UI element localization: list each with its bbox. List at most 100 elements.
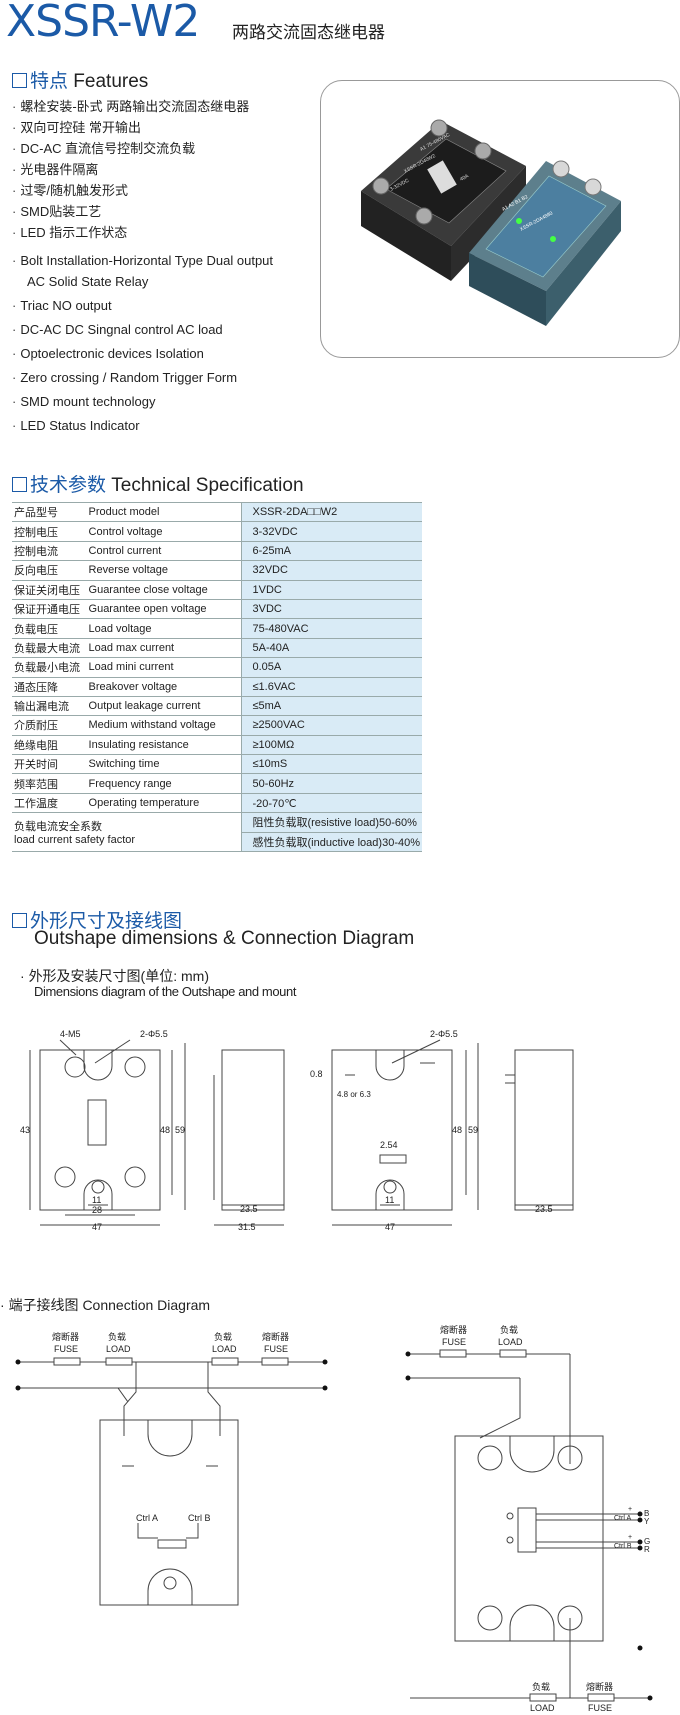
spec-cell-cn: 负载最大电流 [12,638,87,659]
features-list-en: ·Bolt Installation-Horizontal Type Dual … [12,250,273,436]
spec-heading: 技术参数 Technical Specification [12,470,304,497]
spec-cell-en: Frequency range [86,773,242,794]
spec-cell-cn: 绝缘电阻 [12,735,87,756]
spec-cell-cn: 控制电流 [12,541,87,562]
list-item: ·光电器件隔离 [12,162,99,177]
features-heading: 特点 Features [12,66,148,93]
spec-cell-val: 6-25mA [241,541,422,562]
dim-label-hole-back: 2-Φ5.5 [430,1029,458,1039]
spec-cell-cn: 工作温度 [12,793,87,814]
plus-sign-2: + [628,1534,632,1541]
table-row: 感性负载取(inductive load)30-40% [12,832,422,853]
spec-cell-en: Reverse voltage [86,560,242,581]
spec-cell-val: ≤1.6VAC [241,677,422,697]
dim-label-23-5-right: 23.5 [535,1204,553,1214]
load-label-en-4: LOAD [530,1703,555,1713]
dim-label-pitch: 2.54 [380,1140,398,1150]
spec-cell-val: 3-32VDC [241,521,422,542]
pin-g: G [644,1537,650,1546]
dim-label-48: 48 [160,1125,170,1135]
spec-cell-en: Guarantee close voltage [86,580,242,600]
spec-cell-en: Control voltage [86,521,242,542]
list-item: ·LED Status Indicator [12,418,140,433]
fuse-label-en-2: FUSE [264,1344,288,1354]
load-label-en-3: LOAD [498,1337,523,1347]
spec-cell-val: 50-60Hz [241,773,422,794]
ctrl-a-label-2: Ctrl A [614,1515,631,1522]
spec-cell-cn: 开关时间 [12,754,87,775]
spec-cell-en: Guarantee open voltage [86,599,242,620]
spec-cell-cn: 负载电压 [12,618,87,639]
relay-product-illustration: XSSR-2D40W2 A1 75-480VAC 40A 3-32VDC A1 … [361,119,621,326]
checkbox-square-icon [12,477,27,492]
spec-cell-cn: 保证开通电压 [12,599,87,620]
list-item: ·Bolt Installation-Horizontal Type Dual … [12,253,274,268]
dim-label-47-back: 47 [385,1222,395,1232]
dim-label-48-back: 48 [452,1125,462,1135]
spec-cell-val: ≥2500VAC [241,715,422,736]
product-photo-frame: XSSR-2D40W2 A1 75-480VAC 40A 3-32VDC A1 … [320,80,680,358]
list-item: ·SMD贴装工艺 [12,204,102,219]
spec-cell-cn: 介质耐压 [12,715,87,736]
spec-cell-val: XSSR-2DA□□W2 [241,501,422,523]
load-label-cn-2: 负载 [214,1331,232,1342]
spec-cell-cn: 频率范围 [12,773,87,794]
load-label-cn-3: 负载 [500,1324,518,1335]
spec-cell-en: Control current [86,541,242,562]
spec-cell-val: 5A-40A [241,638,422,659]
safety-cn: 负载电流安全系数 [14,821,102,834]
spec-cell-cn: 产品型号 [12,501,87,523]
conn-title: · 端子接线图 Connection Diagram [0,1297,211,1313]
spec-cell-cn: 通态压降 [12,677,87,697]
spec-cell-en: Load mini current [86,657,242,678]
dim-label-28: 28 [92,1205,102,1215]
safety-value-inductive: 感性负载取(inductive load)30-40% [241,832,422,853]
spec-cell-val: ≤5mA [241,696,422,717]
spec-cell-cn: 输出漏电流 [12,696,87,717]
spec-cell-en: Breakover voltage [86,677,242,697]
list-item: ·SMD mount technology [12,394,156,409]
list-item: ·DC-AC DC Singnal control AC load [12,322,223,337]
ctrl-b-label-2: Ctrl B [614,1543,632,1550]
spec-cell-en: Operating temperature [86,793,242,814]
dim-label-47: 47 [92,1222,102,1232]
pin-y: Y [644,1517,650,1526]
checkbox-square-icon [12,73,27,88]
outline-heading-en: Outshape dimensions & Connection Diagram [34,928,415,949]
spec-cell-cn: 保证关闭电压 [12,580,87,600]
dim-label-0-8: 0.8 [310,1069,323,1079]
dim-title-cn: · 外形及安装尺寸图(单位: mm) [20,968,209,984]
fuse-label-cn: 熔断器 [52,1331,79,1342]
spec-cell-cn: 反向电压 [12,560,87,581]
fuse-label-en-4: FUSE [588,1703,612,1713]
features-list-cn: ·螺栓安装-卧式 两路输出交流固态继电器 ·双向可控硅 常开输出 ·DC-AC … [12,96,249,243]
list-item: ·Zero crossing / Random Trigger Form [12,370,238,385]
dim-label-11-back: 11 [385,1195,394,1205]
dim-label-m5: 4-M5 [60,1029,81,1039]
dimension-drawings: 4-M5 2-Φ5.5 43 48 59 11 28 47 23.5 31.5 … [20,1029,574,1232]
list-item: ·过零/随机触发形式 [12,183,128,198]
pin-b: B [644,1509,649,1518]
fuse-label-cn-3: 熔断器 [440,1324,467,1335]
fuse-label-en-3: FUSE [442,1337,466,1347]
fuse-label-en: FUSE [54,1344,78,1354]
spec-cell-en: Switching time [86,754,242,775]
list-item: ·Triac NO output [12,298,112,313]
spec-cell-val: 3VDC [241,599,422,620]
product-subtitle: 两路交流固态继电器 [232,23,385,42]
